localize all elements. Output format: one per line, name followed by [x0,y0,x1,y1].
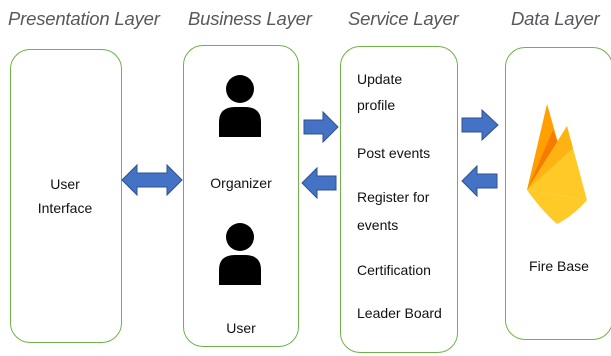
right-arrow [461,108,499,142]
service-layer-box: Update profile Post events Register for … [340,46,458,353]
service-item: profile [357,97,396,113]
presentation-layer-title: Presentation Layer [8,8,160,29]
user-label: User [226,320,256,336]
double-arrow [121,163,183,197]
organizer-label: Organizer [210,175,272,191]
service-item: Register for [357,189,430,205]
service-item: Update [357,71,403,87]
presentation-layer-box: User Interface [10,49,122,343]
business-layer-box: Organizer User [183,45,299,347]
data-layer-box: Fire Base [505,47,611,340]
business-layer-title: Business Layer [188,8,312,29]
person-icon [219,75,261,137]
person-icon [219,223,261,285]
service-item: Certification [357,262,431,278]
left-arrow [301,166,337,200]
left-arrow [461,164,498,198]
service-item: events [357,217,399,233]
service-item: Post events [357,145,431,161]
firebase-label: Fire Base [529,258,589,274]
service-layer-title: Service Layer [348,8,459,29]
right-arrow [303,110,339,144]
data-layer-title: Data Layer [511,8,600,29]
user-interface-label: User Interface [37,176,93,216]
service-item: Leader Board [357,305,442,321]
firebase-icon [527,104,587,224]
